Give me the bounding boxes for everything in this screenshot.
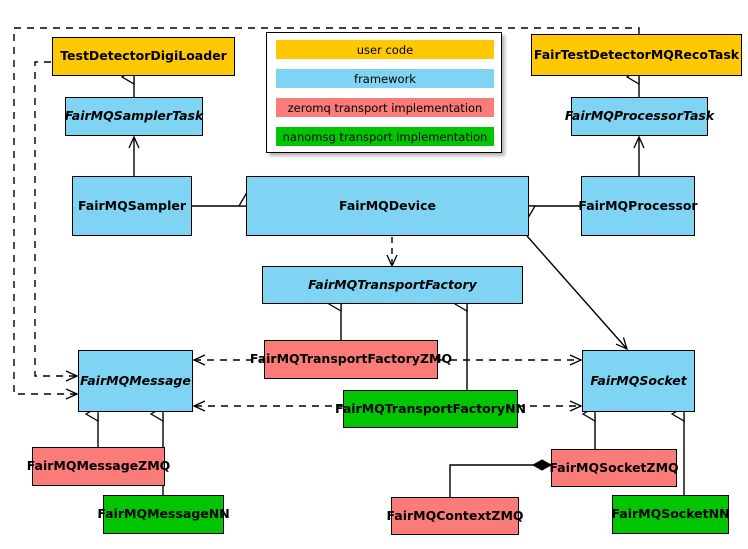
legend-label-nanomsg: nanomsg transport implementation [282, 129, 488, 144]
legend-label-user-code: user code [356, 42, 414, 57]
legend-panel: user code framework zeromq transport imp… [266, 32, 502, 153]
node-label: FairMQMessageNN [97, 506, 230, 522]
legend-label-framework: framework [354, 71, 416, 86]
node-label: FairMQDevice [339, 197, 436, 213]
node-fair-mq-sampler-task[interactable]: FairMQSamplerTask [65, 97, 203, 136]
node-label: FairMQProcessor [578, 197, 698, 213]
node-fair-mq-transport-factory-zmq[interactable]: FairMQTransportFactoryZMQ [250, 340, 452, 379]
node-label: TestDetectorDigiLoader [60, 48, 227, 64]
legend-label-zeromq: zeromq transport implementation [287, 100, 483, 115]
node-label: FairMQSocketNN [611, 506, 730, 522]
legend-item-nanomsg: nanomsg transport implementation [276, 127, 494, 146]
node-label: FairMQProcessorTask [564, 108, 715, 124]
node-label: FairMQTransportFactoryNN [335, 400, 526, 416]
edge-device-to-socket [526, 235, 629, 351]
node-label: FairMQMessage [80, 372, 191, 388]
node-fair-mq-processor[interactable]: FairMQProcessor [578, 176, 698, 236]
node-fair-mq-transport-factory[interactable]: FairMQTransportFactory [262, 266, 523, 304]
node-fair-mq-transport-factory-nn[interactable]: FairMQTransportFactoryNN [335, 390, 526, 428]
node-label: FairMQContextZMQ [386, 507, 524, 523]
node-label: FairMQSamplerTask [64, 108, 204, 124]
node-label: FairMQTransportFactoryZMQ [249, 351, 453, 367]
node-fair-mq-socket-zmq[interactable]: FairMQSocketZMQ [549, 449, 679, 487]
node-fair-mq-sampler[interactable]: FairMQSampler [72, 176, 192, 236]
node-fair-mq-message[interactable]: FairMQMessage [78, 350, 193, 412]
node-fair-mq-context-zmq[interactable]: FairMQContextZMQ [386, 497, 524, 535]
node-fair-mq-processor-task[interactable]: FairMQProcessorTask [565, 97, 714, 136]
node-label: FairMQSocketZMQ [549, 459, 679, 475]
node-label: FairMQTransportFactory [308, 276, 477, 292]
node-test-detector-digi-loader[interactable]: TestDetectorDigiLoader [52, 37, 235, 76]
node-fair-mq-socket-nn[interactable]: FairMQSocketNN [611, 495, 730, 534]
node-label: FairMQSocket [590, 372, 687, 388]
node-fair-mq-device[interactable]: FairMQDevice [246, 176, 529, 236]
node-fair-mq-socket[interactable]: FairMQSocket [582, 350, 695, 412]
legend-item-framework: framework [276, 69, 494, 88]
node-fair-mq-message-zmq[interactable]: FairMQMessageZMQ [27, 447, 170, 486]
node-fair-mq-message-nn[interactable]: FairMQMessageNN [97, 495, 230, 534]
node-fair-test-detector-mq-reco-task[interactable]: FairTestDetectorMQRecoTask [531, 34, 742, 76]
node-label: FairMQSampler [77, 197, 187, 213]
node-label: FairTestDetectorMQRecoTask [533, 46, 740, 62]
legend-item-zeromq: zeromq transport implementation [276, 98, 494, 117]
legend-item-user-code: user code [276, 40, 494, 59]
node-label: FairMQMessageZMQ [26, 458, 171, 474]
